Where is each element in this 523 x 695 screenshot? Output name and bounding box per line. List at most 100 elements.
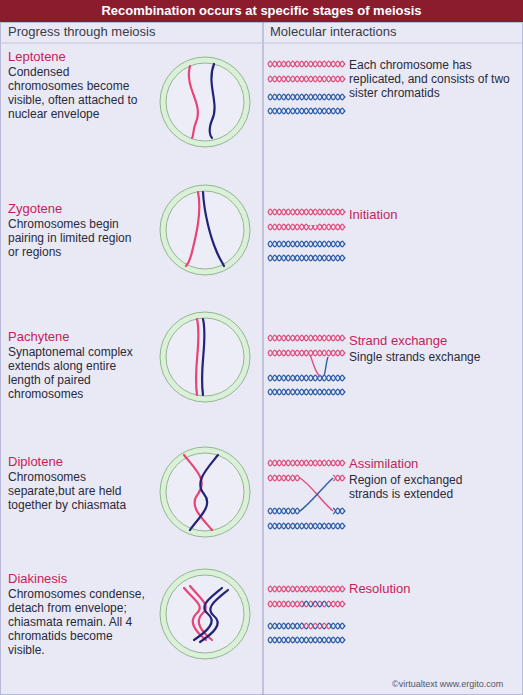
column-divider <box>263 22 264 695</box>
dna-strand <box>268 76 345 82</box>
panel-border <box>1 23 523 695</box>
exchanged-strand <box>310 355 320 377</box>
dna-strand <box>268 375 345 381</box>
cell-outline <box>160 447 250 537</box>
chromosome <box>194 588 222 640</box>
dna-strand <box>268 475 300 481</box>
interaction-note: Single strands exchange <box>349 350 509 364</box>
dna-strand <box>268 601 302 607</box>
dna-strand <box>330 601 345 607</box>
watermark: ©virtualtext www.ergito.com <box>392 677 520 691</box>
cell-outline <box>160 312 250 402</box>
chromosome <box>200 590 228 642</box>
dna-strand <box>268 623 302 629</box>
dna-strand <box>268 637 345 643</box>
dna-strand <box>268 460 345 466</box>
dna-strand <box>302 623 330 629</box>
dna-strand <box>268 94 345 100</box>
column-header: Progress through meiosis <box>8 25 208 39</box>
dna-strand <box>268 76 345 82</box>
dna-strand <box>268 61 345 67</box>
dna-strand <box>268 350 345 356</box>
interaction-name: Resolution <box>349 582 509 596</box>
dna-strand <box>333 475 345 481</box>
dna-strand <box>268 508 300 514</box>
dna-strand <box>268 586 345 592</box>
chromosome <box>189 66 198 138</box>
dna-strand <box>268 224 345 230</box>
exchanged-strand <box>324 357 328 376</box>
dna-strand <box>302 623 330 629</box>
dna-strand <box>268 523 345 529</box>
dna-strand <box>268 224 345 230</box>
dna-strand <box>268 209 345 215</box>
dna-strand <box>268 460 345 466</box>
dna-strand <box>268 255 345 261</box>
nucleus <box>166 575 244 653</box>
dna-strand <box>268 108 345 114</box>
dna-strand <box>330 623 345 629</box>
dna-strand <box>330 623 345 629</box>
dna-strand <box>268 475 300 481</box>
dna-strand <box>302 601 330 607</box>
stage-description: Synaptonemal complex extends along entir… <box>8 345 146 401</box>
cell-outline <box>160 185 250 275</box>
chromosome <box>210 64 215 138</box>
cell-outline <box>160 569 250 659</box>
dna-strand <box>333 508 345 514</box>
chromosome <box>190 586 212 640</box>
chromosome <box>190 455 218 530</box>
dna-strand <box>268 375 345 381</box>
stage-description: Chromosomes separate,but are held togeth… <box>8 470 140 512</box>
dna-strand <box>268 209 345 215</box>
stage-description: Chromosomes condense, detach from envelo… <box>8 587 148 657</box>
stage-name: Pachytene <box>8 330 138 344</box>
title: Recombination occurs at specific stages … <box>0 0 523 22</box>
dna-strand <box>333 508 345 514</box>
nucleus <box>166 63 244 141</box>
interaction-name: Assimilation <box>349 457 509 471</box>
dna-strand <box>268 241 345 247</box>
dna-strand <box>268 508 300 514</box>
crossed-strand <box>300 478 333 511</box>
dna-strand <box>302 601 330 607</box>
dna-strand <box>268 350 345 356</box>
dna-strand <box>268 637 345 643</box>
dna-strand <box>333 475 345 481</box>
dna-strand <box>268 389 345 395</box>
dna-strand <box>268 623 302 629</box>
stage-name: Leptotene <box>8 50 138 64</box>
dna-strand <box>268 586 345 592</box>
interaction-name: Initiation <box>349 208 509 222</box>
nucleus <box>166 318 244 396</box>
dna-strand <box>268 523 345 529</box>
dna-strand <box>268 601 302 607</box>
strand-nick <box>309 221 318 225</box>
dna-strand <box>268 255 345 261</box>
chromosome <box>203 192 224 266</box>
dna-strand <box>268 108 345 114</box>
dna-strand <box>268 241 345 247</box>
chromosome <box>196 319 199 395</box>
dna-strand <box>330 601 345 607</box>
nucleus <box>166 453 244 531</box>
dna-strand <box>268 335 345 341</box>
interaction-name: Strand exchange <box>349 334 514 348</box>
dna-strand <box>268 94 345 100</box>
stage-name: Zygotene <box>8 202 138 216</box>
crossed-strand <box>300 478 333 511</box>
interaction-note: Each chromosome has replicated, and cons… <box>349 58 517 100</box>
header-rule <box>0 43 523 44</box>
stage-name: Diplotene <box>8 455 138 469</box>
nucleus <box>166 191 244 269</box>
column-header: Molecular interactions <box>270 25 510 39</box>
chromosome <box>186 192 199 266</box>
chromosome <box>202 319 205 395</box>
title-band <box>0 0 523 22</box>
interaction-note: Region of exchanged strands is extended <box>349 473 499 501</box>
dna-strand <box>268 335 345 341</box>
dna-strand <box>268 389 345 395</box>
stage-description: Condensed chromosomes become visible, of… <box>8 65 140 121</box>
dna-strand <box>268 61 345 67</box>
